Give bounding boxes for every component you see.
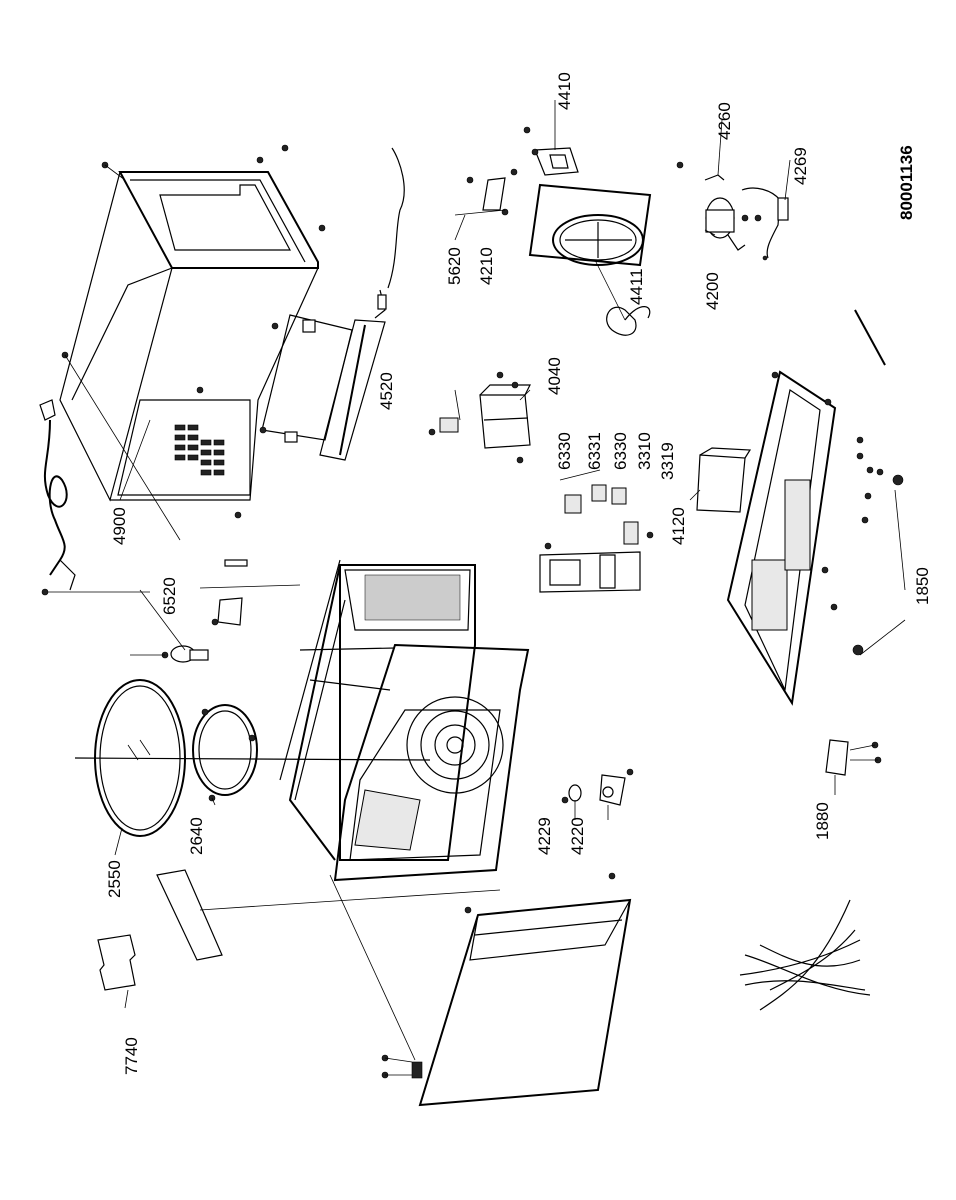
label-4269: 4269	[791, 147, 810, 185]
trim-strip	[156, 869, 501, 961]
lamp-assembly	[130, 559, 301, 663]
label-2640: 2640	[187, 817, 206, 855]
motor-capacitor	[676, 161, 789, 261]
outer-cabinet	[59, 144, 326, 541]
label-3310: 3310	[635, 432, 654, 470]
base-plate	[696, 309, 904, 706]
label-4410: 4410	[555, 72, 574, 110]
label-1850: 1850	[913, 567, 932, 605]
label-4411: 4411	[627, 268, 646, 305]
turntable-motor	[561, 768, 634, 806]
label-4210: 4210	[477, 247, 496, 285]
label-4200: 4200	[703, 272, 722, 310]
label-6330-b: 6330	[611, 432, 630, 470]
mica-plate	[97, 934, 136, 991]
interlock-bracket	[539, 484, 654, 593]
roller-ring	[192, 704, 258, 802]
main-cavity	[279, 559, 530, 882]
label-2550: 2550	[105, 860, 124, 898]
transformer	[428, 371, 531, 464]
label-4040: 4040	[545, 357, 564, 395]
label-4229: 4229	[535, 817, 554, 855]
turntable-glass	[74, 679, 431, 837]
part-labels: 4410 4260 4269 5620 4210 4411 4200 4040 …	[105, 72, 932, 1075]
fan-motor-assembly	[454, 126, 652, 336]
label-6520: 6520	[160, 577, 179, 615]
label-4260: 4260	[715, 102, 734, 140]
rear-foot	[825, 739, 882, 776]
label-1880: 1880	[813, 802, 832, 840]
leader-lines	[114, 100, 906, 1009]
label-3319: 3319	[658, 442, 677, 480]
label-5620: 5620	[445, 247, 464, 285]
label-4120: 4120	[669, 507, 688, 545]
control-bracket	[259, 147, 405, 461]
label-6330-a: 6330	[555, 432, 574, 470]
power-cord	[39, 399, 150, 596]
label-4220: 4220	[568, 817, 587, 855]
label-6331: 6331	[585, 432, 604, 470]
label-4520: 4520	[377, 372, 396, 410]
label-7740: 7740	[122, 1037, 141, 1075]
document-id: 80001136	[897, 145, 916, 220]
wire-harness	[739, 899, 871, 1011]
label-4900: 4900	[110, 507, 129, 545]
door-panel	[329, 872, 632, 1107]
